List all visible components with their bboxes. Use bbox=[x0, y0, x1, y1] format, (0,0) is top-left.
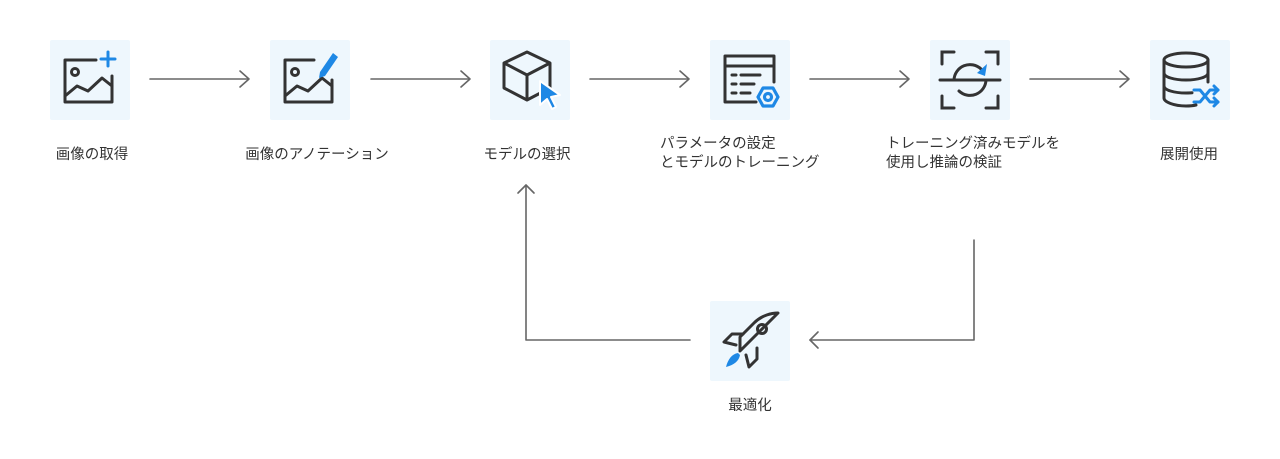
step-select-label: モデルの選択 bbox=[483, 147, 571, 163]
image-edit-icon bbox=[283, 53, 338, 104]
arrow-annotate-to-select bbox=[370, 70, 471, 88]
settings-list-icon bbox=[723, 54, 780, 108]
step-deploy-label: 展開使用 bbox=[1160, 147, 1218, 163]
database-shuffle-icon bbox=[1162, 51, 1220, 108]
step-annotate-label: 画像のアノテーション bbox=[245, 147, 389, 163]
step-annotate-tile bbox=[270, 40, 350, 120]
step-train-tile bbox=[710, 40, 790, 120]
step-train-label: パラメータの設定 とモデルのトレーニング bbox=[660, 136, 820, 171]
step-verify-tile bbox=[930, 40, 1010, 120]
cube-cursor-icon bbox=[502, 50, 561, 110]
step-deploy-tile bbox=[1150, 40, 1230, 120]
step-optimize-tile bbox=[710, 301, 790, 381]
arrow-train-to-verify bbox=[809, 70, 910, 88]
arrow-optimize-to-select bbox=[517, 184, 691, 341]
step-acquire-label: 画像の取得 bbox=[55, 147, 129, 163]
arrow-select-to-train bbox=[589, 70, 690, 88]
rocket-icon bbox=[722, 311, 780, 369]
arrow-verify-to-optimize bbox=[809, 239, 975, 349]
step-optimize-label: 最適化 bbox=[728, 398, 772, 414]
step-select-tile bbox=[490, 40, 570, 120]
arrow-verify-to-deploy bbox=[1029, 70, 1130, 88]
step-acquire-tile bbox=[50, 40, 130, 120]
image-add-icon bbox=[63, 50, 117, 104]
scan-icon bbox=[938, 50, 1002, 110]
step-verify-label: トレーニング済みモデルを 使用し推論の検証 bbox=[886, 136, 1060, 171]
arrow-acquire-to-annotate bbox=[149, 70, 250, 88]
